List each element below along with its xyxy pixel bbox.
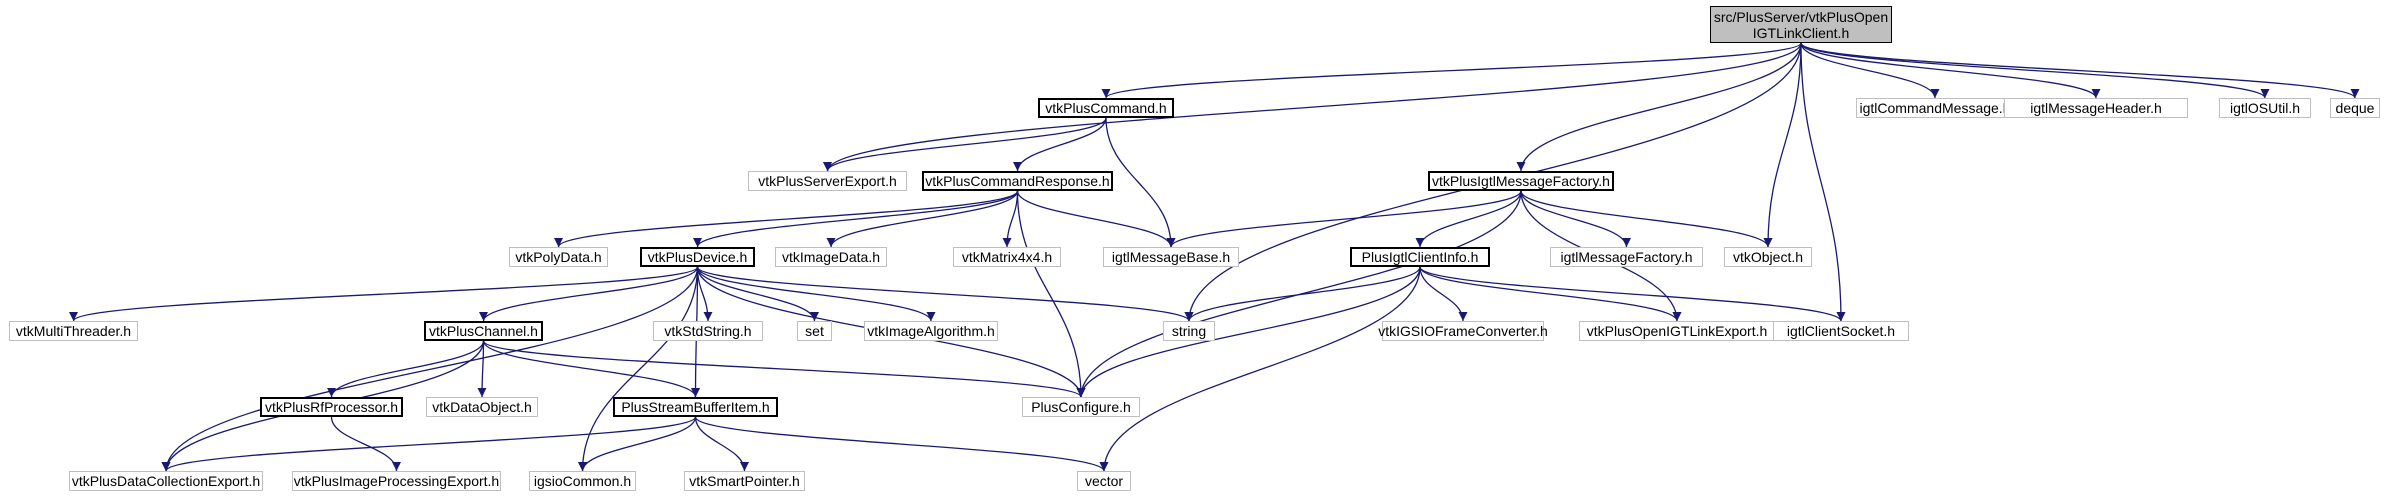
node-deque: deque	[2330, 98, 2380, 118]
node-vtkMultiThreader: vtkMultiThreader.h	[9, 321, 138, 341]
edge-PlusIgtlClientInfo-to-vtkIGSIOFrameConverter	[1419, 266, 1468, 322]
edge-PlusIgtlClientInfo-to-igtlClientSocket	[1419, 266, 1846, 322]
edge-vtkPlusCommand-to-vtkPlusServerExport	[823, 117, 1107, 172]
edge-vtkPlusIgtlMessageFactory-to-igtlMessageBase	[1166, 190, 1522, 248]
node-igtlClientSocket: igtlClientSocket.h	[1773, 321, 1909, 341]
edge-vtkPlusRfProcessor-to-vtkPlusImageProcessingExport	[330, 416, 401, 472]
node-igtlOSUtil: igtlOSUtil.h	[2219, 98, 2311, 118]
node-vtkPolyData: vtkPolyData.h	[509, 247, 608, 267]
edge-vtkPlusDevice-to-vtkImageAlgorithm	[696, 266, 936, 322]
edge-vtkPlusDevice-to-vtkMultiThreader	[69, 266, 699, 322]
node-vtkPlusIgtlMessageFactory[interactable]: vtkPlusIgtlMessageFactory.h	[1428, 171, 1614, 191]
node-vtkStdString: vtkStdString.h	[653, 321, 763, 341]
edge-vtkPlusIgtlMessageFactory-to-vtkObject	[1520, 190, 1773, 248]
node-vtkMatrix4x4: vtkMatrix4x4.h	[953, 247, 1061, 267]
edge-vtkPlusCommand-to-vtkPlusCommandResponse	[1013, 117, 1107, 172]
edge-PlusStreamBufferItem-to-vector	[694, 416, 1109, 472]
edge-PlusIgtlClientInfo-to-PlusConfigure	[1076, 266, 1421, 398]
node-igtlMessageFactory: igtlMessageFactory.h	[1550, 247, 1703, 267]
node-vtkImageAlgorithm: vtkImageAlgorithm.h	[864, 321, 998, 341]
edge-PlusIgtlClientInfo-to-vector	[1099, 266, 1421, 472]
node-vtkPlusDevice[interactable]: vtkPlusDevice.h	[640, 247, 755, 267]
edge-PlusIgtlClientInfo-to-string	[1184, 266, 1421, 322]
node-igtlMessageBase: igtlMessageBase.h	[1103, 247, 1239, 267]
edge-vtkPlusCommand-to-igtlMessageBase	[1105, 117, 1176, 248]
edge-PlusIgtlClientInfo-to-vtkPlusOpenIGTLinkExport	[1419, 266, 1682, 322]
edge-root-to-vtkPlusServerExport	[823, 42, 1802, 172]
edge-vtkPlusCommandResponse-to-vtkPlusDevice	[693, 190, 1019, 248]
node-root[interactable]: src/PlusServer/vtkPlusOpen IGTLinkClient…	[1710, 6, 1892, 43]
node-vtkSmartPointer: vtkSmartPointer.h	[684, 471, 805, 491]
edge-root-to-igtlCommandMessage	[1800, 42, 1940, 99]
node-set: set	[797, 321, 832, 341]
edge-vtkPlusCommandResponse-to-vtkPolyData	[554, 190, 1019, 248]
edge-PlusStreamBufferItem-to-igsioCommon	[578, 416, 697, 472]
edge-vtkPlusDevice-to-vtkPlusDataCollectionExport	[161, 266, 699, 472]
edge-vtkPlusCommandResponse-to-PlusConfigure	[1016, 190, 1086, 398]
node-vtkPlusCommand[interactable]: vtkPlusCommand.h	[1038, 98, 1174, 118]
node-vtkPlusOpenIGTLinkExport: vtkPlusOpenIGTLinkExport.h	[1579, 321, 1775, 341]
node-vector: vector	[1077, 471, 1131, 491]
edge-vtkPlusCommandResponse-to-igtlMessageBase	[1016, 190, 1176, 248]
node-vtkPlusServerExport: vtkPlusServerExport.h	[748, 171, 907, 191]
node-vtkPlusImageProcessingExport: vtkPlusImageProcessingExport.h	[292, 471, 501, 491]
edge-root-to-igtlOSUtil	[1800, 42, 2270, 99]
edge-vtkPlusChannel-to-vtkPlusRfProcessor	[327, 340, 485, 398]
edge-root-to-vtkPlusCommand	[1101, 42, 1802, 99]
node-igsioCommon: igsioCommon.h	[529, 471, 636, 491]
node-vtkObject: vtkObject.h	[1724, 247, 1812, 267]
node-PlusConfigure: PlusConfigure.h	[1022, 397, 1140, 417]
node-igtlMessageHeader: igtlMessageHeader.h	[2004, 98, 2188, 118]
node-vtkImageData: vtkImageData.h	[775, 247, 887, 267]
root-label-line1: src/PlusServer/vtkPlusOpen	[1713, 8, 1889, 25]
edge-vtkPlusCommandResponse-to-vtkImageData	[826, 190, 1019, 248]
edge-vtkPlusIgtlMessageFactory-to-igtlMessageFactory	[1520, 190, 1631, 248]
edge-vtkPlusChannel-to-PlusStreamBufferItem	[482, 340, 700, 398]
edge-PlusStreamBufferItem-to-vtkSmartPointer	[694, 416, 749, 472]
node-igtlCommandMessage: igtlCommandMessage.h	[1856, 98, 2014, 118]
node-vtkPlusDataCollectionExport: vtkPlusDataCollectionExport.h	[69, 471, 263, 491]
edge-vtkPlusDevice-to-set	[696, 266, 819, 322]
edge-vtkPlusDevice-to-vtkPlusChannel	[479, 266, 699, 322]
edge-root-to-deque	[1800, 42, 2360, 99]
node-vtkPlusChannel[interactable]: vtkPlusChannel.h	[424, 321, 543, 341]
edge-PlusStreamBufferItem-to-vtkPlusDataCollectionExport	[161, 416, 697, 472]
edge-root-to-vtkPlusIgtlMessageFactory	[1516, 42, 1802, 172]
node-PlusIgtlClientInfo[interactable]: PlusIgtlClientInfo.h	[1350, 247, 1490, 267]
edge-vtkPlusChannel-to-vtkDataObject	[477, 340, 487, 398]
edge-vtkPlusDevice-to-string	[696, 266, 1194, 322]
edge-root-to-igtlClientSocket	[1800, 42, 1846, 322]
edge-root-to-igtlMessageHeader	[1800, 42, 2101, 99]
root-label-line2: IGTLinkClient.h	[1752, 24, 1850, 41]
node-vtkPlusRfProcessor[interactable]: vtkPlusRfProcessor.h	[260, 397, 403, 417]
node-vtkIGSIOFrameConverter: vtkIGSIOFrameConverter.h	[1378, 321, 1548, 341]
edge-vtkPlusIgtlMessageFactory-to-PlusIgtlClientInfo	[1415, 190, 1522, 248]
edge-vtkPlusDevice-to-igsioCommon	[578, 266, 699, 472]
edge-root-to-vtkObject	[1763, 42, 1802, 248]
node-string: string	[1163, 321, 1215, 341]
node-PlusStreamBufferItem[interactable]: PlusStreamBufferItem.h	[613, 397, 778, 417]
node-vtkPlusCommandResponse[interactable]: vtkPlusCommandResponse.h	[922, 171, 1113, 191]
edge-vtkPlusChannel-to-PlusConfigure	[482, 340, 1086, 398]
node-vtkDataObject: vtkDataObject.h	[426, 397, 538, 417]
